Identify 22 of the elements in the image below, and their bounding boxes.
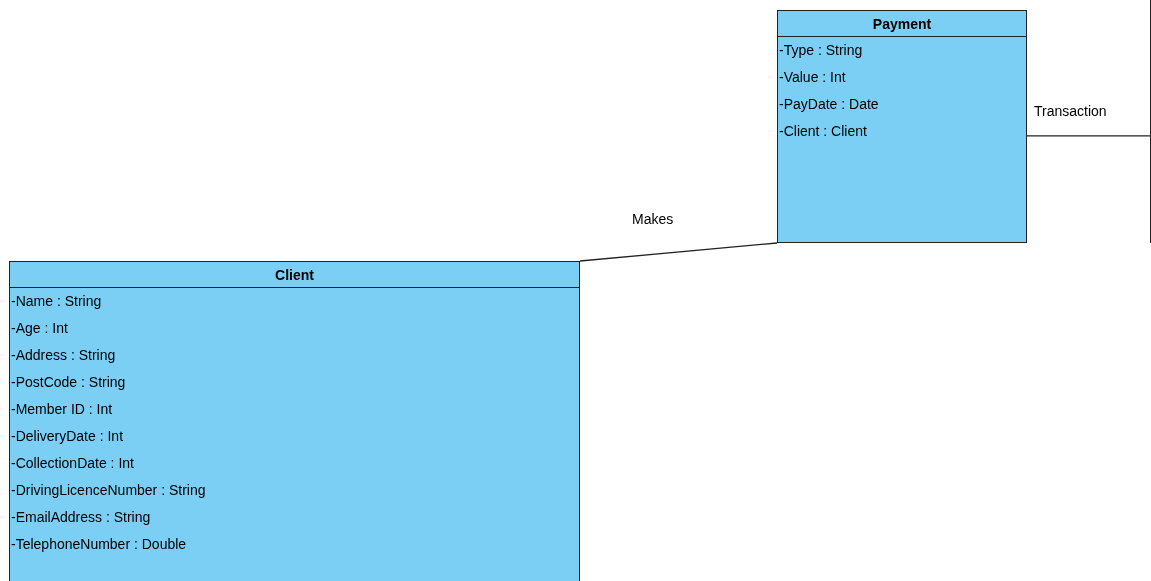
attribute-text: -Member ID : Int (10, 400, 114, 419)
attribute-text: -PostCode : String (10, 373, 127, 392)
attribute-text: -Value : Int (778, 68, 847, 87)
class-name: Client (10, 262, 579, 288)
attribute-text: -DeliveryDate : Int (10, 427, 125, 446)
attribute-text: -Age : Int (10, 319, 69, 338)
class-name: Payment (778, 11, 1026, 37)
attribute-text: -TelephoneNumber : Double (10, 535, 188, 554)
attribute-text: -PayDate : Date (778, 95, 880, 114)
class-box (9, 261, 580, 581)
attribute-text: -Client : Client (778, 122, 868, 141)
attribute-text: -CollectionDate : Int (10, 454, 135, 473)
association-line (579, 242, 778, 262)
attribute-text: -Type : String (778, 41, 864, 60)
attribute-text: -EmailAddress : String (10, 508, 152, 527)
attribute-text: -DrivingLicenceNumber : String (10, 481, 207, 500)
class-box (777, 10, 1027, 243)
attribute-text: -Address : String (10, 346, 117, 365)
association-line (1026, 135, 1151, 137)
attribute-text: -Name : String (10, 292, 103, 311)
edge-label: Makes (630, 211, 676, 227)
edge-label: Transaction (1032, 103, 1109, 119)
